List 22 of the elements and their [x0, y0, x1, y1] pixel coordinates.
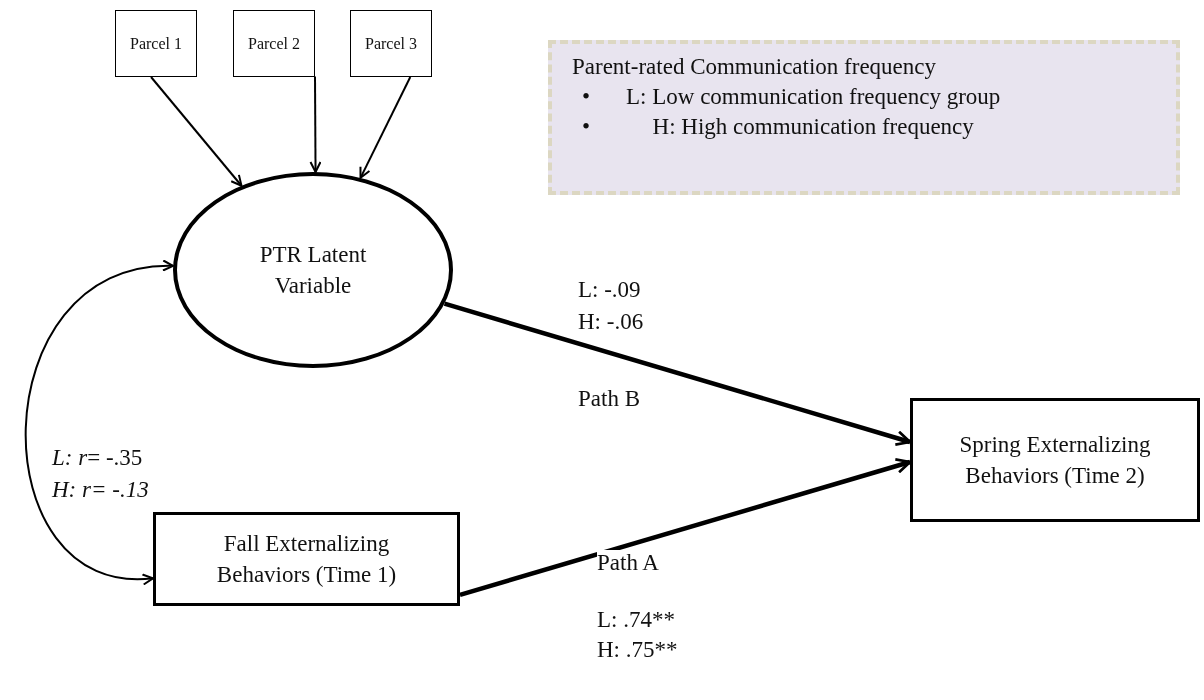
arrow — [309, 75, 322, 173]
node-label: PTR Latent Variable — [258, 240, 368, 300]
legend-item: L: Low communication frequency group — [626, 82, 1001, 111]
double-headed-arrow — [24, 261, 175, 584]
indicator-box — [350, 10, 432, 77]
node-label: Parcel 3 — [365, 33, 417, 54]
node-label: Parcel 2 — [248, 33, 300, 54]
node-label: Spring Externalizing Behaviors (Time 2) — [958, 430, 1152, 490]
legend-item: H: High communication frequency — [651, 112, 975, 141]
arrow — [459, 458, 912, 598]
arrow — [359, 76, 412, 179]
indicator-box — [233, 10, 315, 77]
variable-box — [910, 398, 1200, 522]
node-label: Fall Externalizing Behaviors (Time 1) — [215, 529, 398, 589]
indicator-box — [115, 10, 197, 77]
legend-panel — [548, 40, 1180, 195]
node-label: Parcel 1 — [130, 33, 182, 54]
bullet: • — [582, 82, 591, 111]
legend-heading: Parent-rated Communication frequency — [572, 53, 937, 81]
variable-box — [153, 512, 460, 606]
arrow — [150, 76, 243, 187]
bullet: • — [582, 112, 591, 141]
